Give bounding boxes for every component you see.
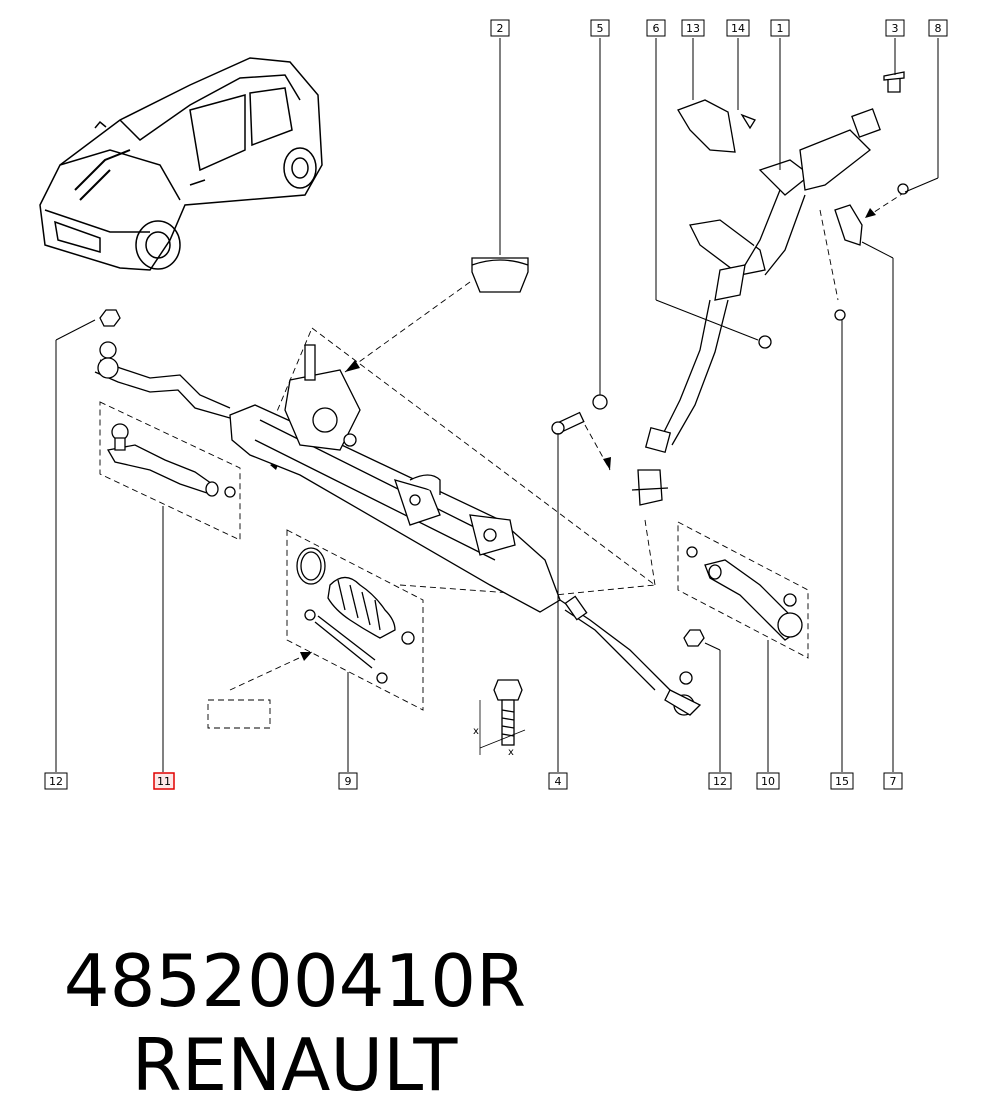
callout-6[interactable]: 6 (646, 19, 666, 37)
part-footer: 485200410R RENAULT (18, 855, 526, 1107)
steering-column (99, 71, 909, 647)
callout-8-label: 8 (935, 22, 942, 35)
dimension-label-bottom: x (508, 747, 514, 758)
callout-12-right-label: 12 (713, 775, 727, 788)
callout-10-label: 10 (761, 775, 775, 788)
car-illustration (39, 57, 323, 271)
callout-12-left[interactable]: 12 (44, 772, 68, 790)
callout-14-label: 14 (731, 22, 745, 35)
callout-3[interactable]: 3 (885, 19, 905, 37)
dashed-groups (99, 191, 906, 729)
callout-3-label: 3 (892, 22, 899, 35)
manufacturer-name: RENAULT (131, 1023, 458, 1107)
callout-10[interactable]: 10 (756, 772, 780, 790)
boot-and-inner-rod (296, 547, 415, 684)
callout-9[interactable]: 9 (338, 772, 358, 790)
callout-14[interactable]: 14 (726, 19, 750, 37)
left-tie-rod-end (106, 423, 236, 498)
callout-2-label: 2 (497, 22, 504, 35)
callout-9-label: 9 (345, 775, 352, 788)
callout-4-label: 4 (555, 775, 562, 788)
callout-2[interactable]: 2 (490, 19, 510, 37)
steering-parts-diagram: x x (39, 19, 948, 790)
callout-12-left-label: 12 (49, 775, 63, 788)
callout-15[interactable]: 15 (830, 772, 854, 790)
callout-15-label: 15 (835, 775, 849, 788)
callout-13-label: 13 (686, 22, 700, 35)
dimension-label-top: x (473, 726, 479, 737)
callout-11-highlighted[interactable]: 11 (153, 772, 175, 790)
callout-1-label: 1 (777, 22, 784, 35)
callout-5-label: 5 (597, 22, 604, 35)
callout-7-label: 7 (890, 775, 897, 788)
callout-11-label: 11 (157, 775, 171, 788)
callout-4[interactable]: 4 (548, 772, 568, 790)
right-tie-rod-end (686, 546, 803, 641)
dimensioned-bolt (479, 679, 526, 755)
steering-rack (94, 341, 702, 716)
callout-8[interactable]: 8 (928, 19, 948, 37)
callout-7[interactable]: 7 (883, 772, 903, 790)
callout-1[interactable]: 1 (770, 19, 790, 37)
part-number: 485200410R (63, 939, 527, 1023)
callout-6-label: 6 (653, 22, 660, 35)
callout-5[interactable]: 5 (590, 19, 610, 37)
callout-12-right[interactable]: 12 (708, 772, 732, 790)
leader-lines (55, 38, 939, 772)
callout-13[interactable]: 13 (681, 19, 705, 37)
